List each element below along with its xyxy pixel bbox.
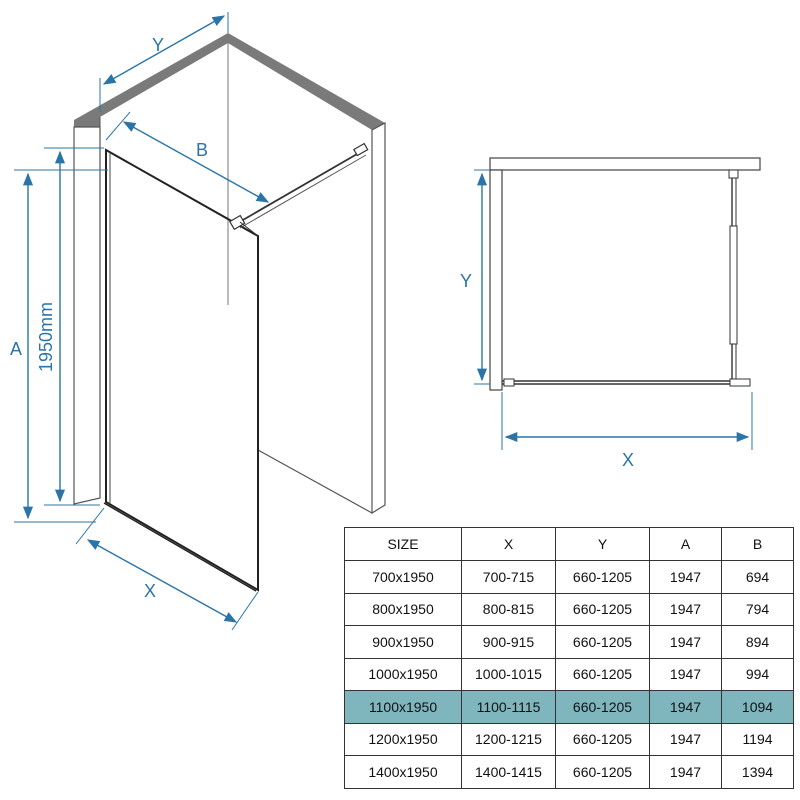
header-y: Y — [555, 527, 650, 561]
back-wall — [371, 121, 386, 515]
wall-top-back — [228, 33, 385, 130]
table-header-row: SIZE X Y A B — [344, 527, 794, 561]
dimension-y-label: Y — [152, 35, 164, 55]
cell-y: 660-1205 — [555, 625, 650, 659]
cell-b: 1194 — [721, 722, 794, 756]
cell-b: 894 — [721, 625, 794, 659]
cell-a: 1947 — [649, 592, 722, 626]
cell-x: 1100-1115 — [461, 690, 556, 724]
cell-size: 1400x1950 — [344, 755, 462, 789]
dimension-b-label: B — [196, 140, 208, 160]
cell-y: 660-1205 — [555, 690, 650, 724]
plan-side-wall — [489, 169, 503, 391]
cell-y: 660-1205 — [555, 722, 650, 756]
cell-a: 1947 — [649, 560, 722, 594]
cell-size: 700x1950 — [344, 560, 462, 594]
glass-panel — [105, 148, 259, 592]
dimension-x-label: X — [144, 581, 156, 601]
cell-x: 900-915 — [461, 625, 556, 659]
cell-size: 1000x1950 — [344, 657, 462, 691]
isometric-view: Y B A 1950mm X — [10, 12, 386, 631]
cell-x: 1000-1015 — [461, 657, 556, 691]
cell-b: 794 — [721, 592, 794, 626]
cell-y: 660-1205 — [555, 755, 650, 789]
cell-a: 1947 — [649, 690, 722, 724]
header-x: X — [461, 527, 556, 561]
dimension-b-line — [122, 121, 270, 203]
cell-a: 1947 — [649, 722, 722, 756]
dimension-a-label: A — [10, 339, 22, 359]
plan-dimension-x-label: X — [622, 450, 634, 470]
header-a: A — [649, 527, 722, 561]
cell-a: 1947 — [649, 625, 722, 659]
cell-y: 660-1205 — [555, 657, 650, 691]
dimension-x-line — [86, 539, 238, 623]
plan-back-wall — [489, 157, 761, 171]
support-bar — [235, 149, 365, 225]
cell-b: 994 — [721, 657, 794, 691]
cell-a: 1947 — [649, 657, 722, 691]
cell-y: 660-1205 — [555, 560, 650, 594]
plan-view: Y X — [460, 157, 761, 470]
cell-b: 1094 — [721, 690, 794, 724]
left-wall — [73, 126, 101, 505]
cell-x: 800-815 — [461, 592, 556, 626]
cell-size: 1200x1950 — [344, 722, 462, 756]
cell-x: 700-715 — [461, 560, 556, 594]
plan-dimension-y-label: Y — [460, 271, 472, 291]
cell-x: 1200-1215 — [461, 722, 556, 756]
dimension-height-label: 1950mm — [36, 302, 56, 372]
header-b: B — [721, 527, 794, 561]
cell-size: 900x1950 — [344, 625, 462, 659]
cell-b: 694 — [721, 560, 794, 594]
cell-b: 1394 — [721, 755, 794, 789]
cell-size: 1100x1950 — [344, 690, 462, 724]
cell-x: 1400-1415 — [461, 755, 556, 789]
cell-size: 800x1950 — [344, 592, 462, 626]
header-size: SIZE — [344, 527, 462, 561]
cell-a: 1947 — [649, 755, 722, 789]
wall-top-left — [74, 33, 228, 127]
dimension-y-line — [102, 15, 226, 85]
cell-y: 660-1205 — [555, 592, 650, 626]
